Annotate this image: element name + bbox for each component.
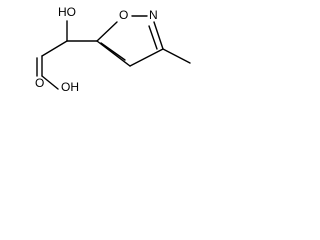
bond-c-oh [41,75,59,90]
bond-c3-methyl [162,48,191,64]
bond-c3-c4 [129,48,164,67]
atom-label-acid-hydroxyl: OH [61,80,79,94]
atom-label-ring-oxygen: O [119,8,129,22]
structure-diagram: HO O N O OH [0,0,205,121]
atom-label-ring-nitrogen: N [149,8,158,22]
bond-lines [36,15,191,90]
bond-c4-c5-a [96,40,131,67]
bond-n2-c3-a [153,21,164,50]
bond-c4-c5-b [100,42,126,61]
atom-label-hydroxyl: HO [58,5,76,19]
bond-calpha-ccooh [41,40,68,57]
bond-c5-o1 [96,21,118,42]
atom-label-carbonyl-oxygen: O [35,76,45,90]
bond-n2-c3-b [148,25,158,50]
